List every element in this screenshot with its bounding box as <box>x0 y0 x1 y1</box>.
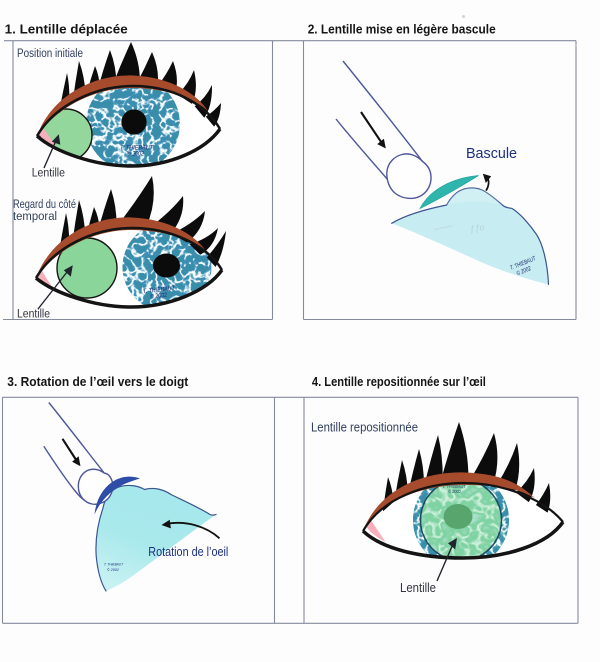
svg-text:© 2002: © 2002 <box>448 488 461 495</box>
svg-text:T. THIEBAUT: T. THIEBAUT <box>143 285 177 295</box>
svg-text:T. THIEBAUT: T. THIEBAUT <box>120 145 154 152</box>
svg-text:2. Lentille mise en légère ba: 2. Lentille mise en légère bascule <box>308 22 496 37</box>
svg-text:© 2002: © 2002 <box>127 151 144 158</box>
svg-text:temporal: temporal <box>13 209 57 223</box>
svg-text:Rotation de l’oeil: Rotation de l’oeil <box>148 544 228 559</box>
svg-text:© 2002: © 2002 <box>107 567 120 572</box>
svg-text:T. THIEBAUT: T. THIEBAUT <box>104 562 123 567</box>
svg-text:Lentille repositionnée: Lentille repositionnée <box>311 420 418 435</box>
svg-text:4. Lentille repositionnée sur: 4. Lentille repositionnée sur l’œil <box>312 374 486 389</box>
svg-text:ƒƒo: ƒƒo <box>469 222 485 234</box>
svg-text:Bascule: Bascule <box>466 146 517 162</box>
svg-text:Lentille: Lentille <box>17 307 50 321</box>
svg-text:1. Lentille déplacée: 1. Lentille déplacée <box>5 21 128 36</box>
svg-text:© 2002: © 2002 <box>150 292 168 301</box>
svg-text:T. THIEBAUT: T. THIEBAUT <box>443 484 467 490</box>
svg-text:3. Rotation de l’œil vers le: 3. Rotation de l’œil vers le doigt <box>7 374 189 389</box>
svg-text:Lentille: Lentille <box>32 165 65 179</box>
svg-text:Lentille: Lentille <box>400 580 436 595</box>
svg-text:Regard du côté: Regard du côté <box>13 197 76 211</box>
svg-text:Position initiale: Position initiale <box>17 46 83 60</box>
